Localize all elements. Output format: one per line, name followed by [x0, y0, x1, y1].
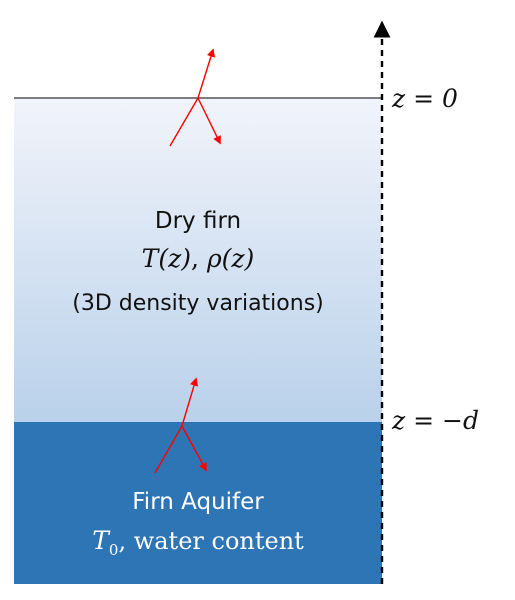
aquifer-layer: [14, 422, 382, 584]
dry-firn-profiles: T(z), ρ(z): [141, 244, 255, 273]
interface-depth-label: z = −d: [392, 406, 479, 435]
interface-rays: [154, 377, 207, 474]
interface-incident-ray: [154, 425, 183, 474]
aquifer-title: Firn Aquifer: [132, 489, 264, 515]
density-profile: ρ(z): [206, 244, 255, 273]
surface-reflected-ray: [197, 97, 221, 145]
dry-firn-detail: (3D density variations): [72, 291, 324, 316]
surface-incident-ray: [169, 97, 199, 147]
surface-rays: [169, 48, 221, 147]
dry-firn-title: Dry firn: [154, 208, 242, 234]
temperature-profile: T(z): [141, 244, 192, 273]
aquifer-temperature: T0: [92, 526, 119, 559]
interface-transmitted-ray: [181, 377, 199, 427]
dry-firn-layer: [14, 98, 382, 422]
aquifer-water-content: , water content: [118, 527, 304, 555]
surface-depth-label: z = 0: [392, 84, 458, 113]
surface-transmitted-ray: [197, 48, 216, 99]
aquifer-properties: T0, water content: [14, 526, 382, 559]
interface-reflected-ray: [181, 425, 207, 472]
